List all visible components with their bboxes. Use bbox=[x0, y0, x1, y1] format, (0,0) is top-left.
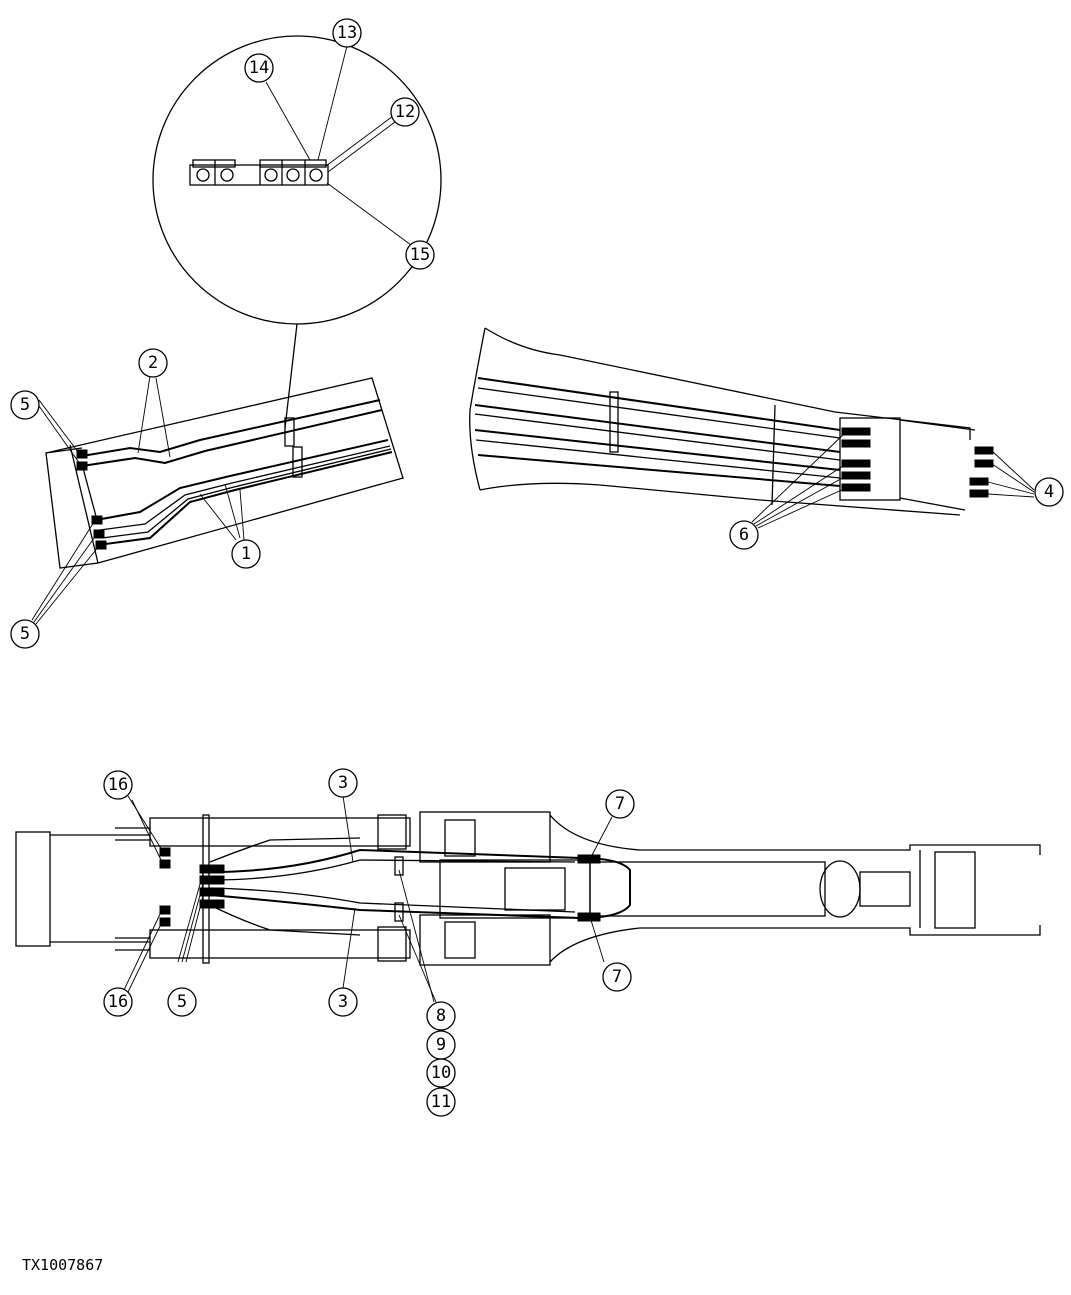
svg-text:9: 9 bbox=[436, 1035, 446, 1055]
callout-10: 10 bbox=[426, 1058, 456, 1088]
callout-4: 4 bbox=[1034, 477, 1064, 507]
svg-text:5: 5 bbox=[20, 395, 30, 415]
detail-view bbox=[152, 35, 442, 429]
callout-16-upper: 16 bbox=[103, 770, 133, 800]
callout-16-lower: 16 bbox=[103, 987, 133, 1017]
svg-text:16: 16 bbox=[108, 992, 128, 1012]
svg-text:4: 4 bbox=[1044, 482, 1054, 502]
callout-13: 13 bbox=[332, 18, 362, 48]
svg-text:7: 7 bbox=[612, 967, 622, 987]
svg-text:1: 1 bbox=[241, 544, 251, 564]
callout-2: 2 bbox=[138, 348, 168, 378]
svg-text:6: 6 bbox=[739, 525, 749, 545]
svg-text:14: 14 bbox=[249, 58, 269, 78]
svg-text:2: 2 bbox=[148, 353, 158, 373]
svg-text:12: 12 bbox=[395, 102, 415, 122]
callout-9: 9 bbox=[426, 1030, 456, 1060]
svg-text:5: 5 bbox=[177, 992, 187, 1012]
callout-5-upper: 5 bbox=[10, 390, 40, 420]
svg-text:11: 11 bbox=[431, 1092, 451, 1112]
svg-text:5: 5 bbox=[20, 624, 30, 644]
svg-text:7: 7 bbox=[615, 794, 625, 814]
callout-3-upper: 3 bbox=[328, 768, 358, 798]
svg-text:10: 10 bbox=[431, 1063, 451, 1083]
callout-11: 11 bbox=[426, 1087, 456, 1117]
figure-code: TX1007867 bbox=[22, 1256, 103, 1274]
callout-6: 6 bbox=[729, 520, 759, 550]
svg-text:13: 13 bbox=[337, 23, 357, 43]
callout-7-upper: 7 bbox=[605, 789, 635, 819]
svg-text:3: 3 bbox=[338, 992, 348, 1012]
svg-text:15: 15 bbox=[410, 245, 430, 265]
callout-3-lower: 3 bbox=[328, 987, 358, 1017]
callout-7-lower: 7 bbox=[602, 962, 632, 992]
callout-5-bottom: 5 bbox=[167, 987, 197, 1017]
clamp-block-detail bbox=[189, 159, 329, 186]
callout-14: 14 bbox=[244, 53, 274, 83]
svg-text:16: 16 bbox=[108, 775, 128, 795]
boom-side-view-left bbox=[31, 375, 404, 625]
callout-12: 12 bbox=[390, 97, 420, 127]
svg-text:3: 3 bbox=[338, 773, 348, 793]
callout-1: 1 bbox=[231, 539, 261, 569]
callout-15: 15 bbox=[405, 240, 435, 270]
callout-5-lower: 5 bbox=[10, 619, 40, 649]
svg-text:8: 8 bbox=[436, 1006, 446, 1026]
boom-top-view bbox=[15, 795, 1041, 1003]
arm-side-view-right bbox=[469, 327, 1035, 529]
callout-8: 8 bbox=[426, 1001, 456, 1031]
